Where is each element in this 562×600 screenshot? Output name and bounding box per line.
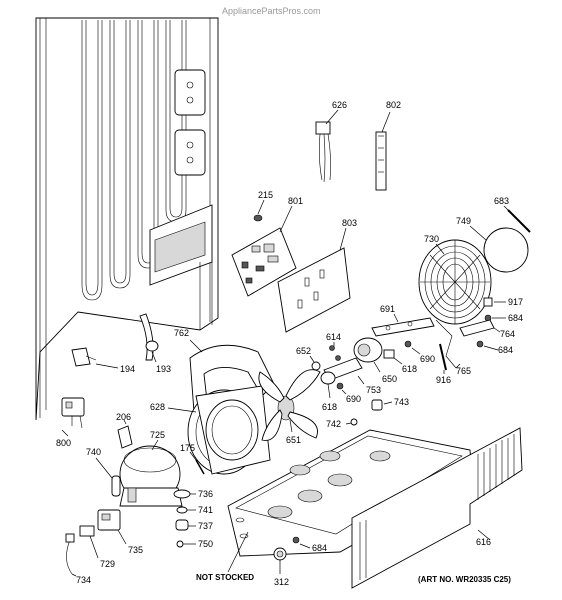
- compressor-725: [119, 439, 183, 507]
- callout-803: 803: [342, 218, 357, 228]
- callout-194: 194: [120, 364, 135, 374]
- condenser-730: [418, 239, 492, 325]
- callout-753: 753: [366, 385, 381, 395]
- grille-616: [351, 427, 523, 589]
- callout-764: 764: [500, 329, 515, 339]
- spacer-917: [483, 297, 506, 307]
- tube-194: [71, 347, 119, 369]
- fan-blade-651: [258, 369, 321, 441]
- callout-175: 175: [180, 443, 195, 453]
- mount-690-b: [336, 382, 347, 395]
- cover-plate-803: [277, 227, 351, 333]
- spacer-743: [371, 399, 393, 411]
- art-number-label: (ART NO. WR20335 C25): [418, 575, 511, 584]
- cabinet-back-wall: [35, 17, 219, 421]
- valve-800: [61, 397, 85, 437]
- callout-734: 734: [76, 575, 91, 585]
- callout-labels: 626 802 215 801 803 683 749 730 917 684 …: [56, 100, 523, 587]
- nut-652: [309, 355, 321, 371]
- fan-motor-650: [353, 337, 383, 373]
- callout-650: 650: [382, 374, 397, 384]
- callout-743: 743: [394, 397, 409, 407]
- overload-740: [95, 457, 121, 497]
- not-stocked-label: NOT STOCKED: [196, 573, 254, 582]
- callout-651: 651: [286, 435, 301, 445]
- bracket-206: [117, 419, 133, 449]
- screw-684-b: [476, 340, 499, 351]
- callout-616: 616: [476, 537, 491, 547]
- callout-626: 626: [332, 100, 347, 110]
- tube-193: [139, 313, 159, 363]
- grommet-736: [173, 489, 196, 499]
- washer-741: [176, 506, 196, 514]
- screw-684-a: [484, 314, 506, 322]
- callout-735: 735: [128, 545, 143, 555]
- callout-628: 628: [150, 402, 165, 412]
- callout-750: 750: [198, 539, 213, 549]
- grommet-618-b: [320, 371, 336, 399]
- callout-193: 193: [156, 364, 171, 374]
- callout-690-a: 690: [420, 354, 435, 364]
- power-cord-734: [65, 533, 77, 577]
- bracket-691: [371, 313, 435, 337]
- callout-802: 802: [386, 100, 401, 110]
- callout-215: 215: [258, 190, 273, 200]
- callout-749: 749: [456, 216, 471, 226]
- clip-916: [439, 343, 447, 374]
- mount-690-a: [404, 340, 421, 355]
- callout-652: 652: [296, 346, 311, 356]
- relay-735: [97, 509, 127, 545]
- callout-691: 691: [380, 304, 395, 314]
- callout-736: 736: [198, 489, 213, 499]
- callout-729: 729: [100, 559, 115, 569]
- not-stocked-leader: [227, 531, 249, 573]
- screw-215: [253, 199, 265, 222]
- mount-618-a: [383, 349, 403, 365]
- bracket-764: [459, 319, 501, 337]
- callout-725: 725: [150, 430, 165, 440]
- callout-801: 801: [288, 196, 303, 206]
- control-board-801: [231, 205, 297, 297]
- callout-765: 765: [456, 366, 471, 376]
- screw-684-c: [292, 536, 311, 549]
- callout-206: 206: [116, 412, 131, 422]
- callout-742: 742: [326, 419, 341, 429]
- wire-harness-626: [315, 109, 339, 183]
- screw-614: [329, 342, 341, 361]
- watermark-text: AppliancePartsPros.com: [222, 6, 321, 16]
- callout-690-b: 690: [346, 394, 361, 404]
- callout-740: 740: [86, 447, 101, 457]
- capacitor-729: [79, 525, 99, 559]
- callout-684-b: 684: [498, 345, 513, 355]
- bracket-749: [469, 225, 529, 273]
- callout-683: 683: [494, 196, 509, 206]
- wire-harness-802: [375, 111, 391, 191]
- grommet-737: [175, 519, 196, 531]
- clip-750: [176, 540, 196, 548]
- roller-312: [273, 547, 287, 574]
- callout-312: 312: [274, 577, 289, 587]
- callout-762: 762: [174, 328, 189, 338]
- callout-741: 741: [198, 505, 213, 515]
- callout-684-c: 684: [312, 543, 327, 553]
- callout-917: 917: [508, 297, 523, 307]
- callout-618-b: 618: [322, 402, 337, 412]
- callout-737: 737: [198, 521, 213, 531]
- callout-684-a: 684: [508, 313, 523, 323]
- fan-shroud-628: [167, 385, 271, 475]
- callout-916: 916: [436, 375, 451, 385]
- tube-765: [435, 319, 461, 369]
- callout-800: 800: [56, 438, 71, 448]
- callout-618-a: 618: [402, 364, 417, 374]
- callout-614: 614: [326, 332, 341, 342]
- screw-175: [189, 451, 205, 475]
- air-duct-762: [189, 339, 275, 413]
- callout-730: 730: [424, 234, 439, 244]
- sensor-683: [503, 205, 531, 233]
- spacer-742: [345, 418, 358, 426]
